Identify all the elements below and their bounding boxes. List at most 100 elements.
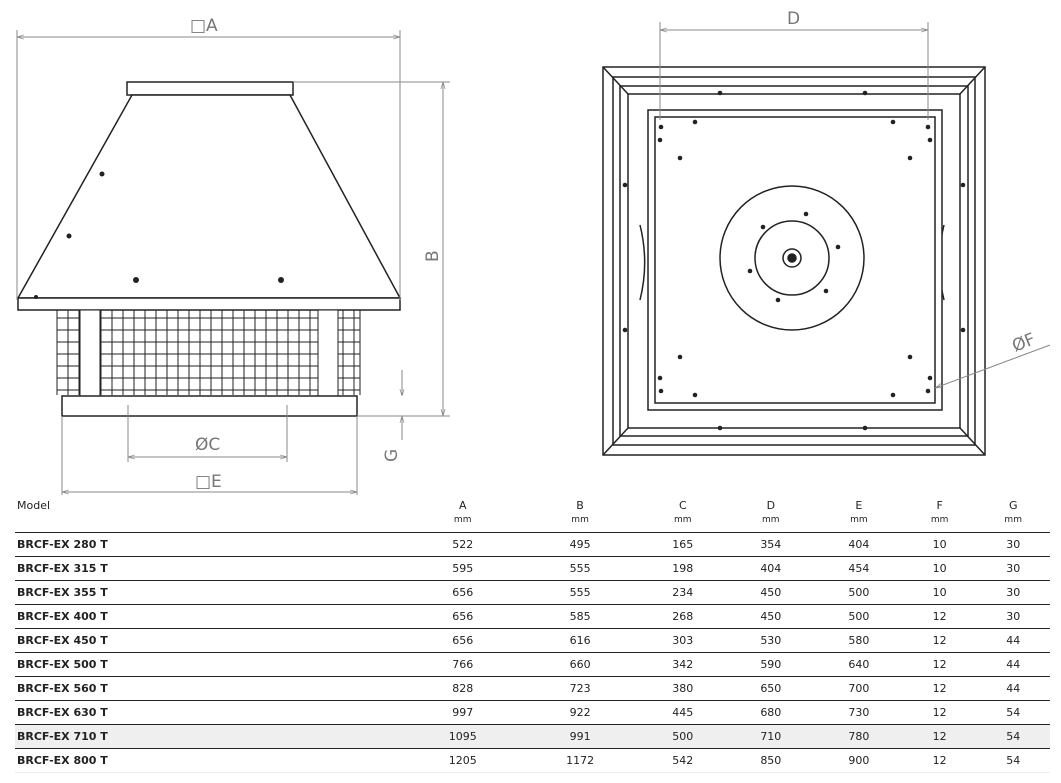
- value-cell: 404: [726, 556, 815, 581]
- value-cell: 650: [726, 676, 815, 701]
- value-cell: 10: [902, 532, 977, 557]
- value-cell: 1205: [404, 748, 522, 773]
- column-label: G: [1008, 499, 1018, 512]
- value-cell: 530: [726, 628, 815, 653]
- value-cell: 828: [404, 676, 522, 701]
- value-cell: 342: [638, 652, 727, 677]
- value-cell: 44: [976, 676, 1050, 701]
- model-cell: BRCF-EX 355 T: [15, 580, 405, 605]
- value-cell: 495: [521, 532, 639, 557]
- column-label: C: [678, 499, 687, 512]
- value-cell: 30: [976, 556, 1050, 581]
- model-cell: BRCF-EX 450 T: [15, 628, 405, 653]
- value-cell: 1095: [404, 724, 522, 749]
- value-cell: 700: [814, 676, 903, 701]
- value-cell: 723: [521, 676, 639, 701]
- value-cell: 12: [902, 628, 977, 653]
- grille: [56, 309, 361, 397]
- column-label: Model: [17, 499, 51, 512]
- value-cell: 198: [638, 556, 727, 581]
- dim-label-e: □E: [195, 472, 222, 492]
- value-cell: 44: [976, 652, 1050, 677]
- value-cell: 616: [521, 628, 639, 653]
- model-cell: BRCF-EX 500 T: [15, 652, 405, 677]
- value-cell: 542: [638, 748, 727, 773]
- value-cell: 595: [404, 556, 522, 581]
- value-cell: 997: [404, 700, 522, 725]
- model-cell: BRCF-EX 800 T: [15, 748, 405, 773]
- value-cell: 10: [902, 556, 977, 581]
- hood-rim: [17, 297, 401, 311]
- value-cell: 12: [902, 724, 977, 749]
- value-cell: 656: [404, 580, 522, 605]
- value-cell: 656: [404, 628, 522, 653]
- value-cell: 30: [976, 580, 1050, 605]
- dim-label-f: ØF: [1009, 329, 1038, 356]
- value-cell: 450: [726, 604, 815, 629]
- value-cell: 30: [976, 604, 1050, 629]
- value-cell: 730: [814, 700, 903, 725]
- value-cell: 922: [521, 700, 639, 725]
- model-cell: BRCF-EX 630 T: [15, 700, 405, 725]
- hood: [16, 94, 402, 299]
- value-cell: 234: [638, 580, 727, 605]
- column-unit: mm: [571, 515, 589, 525]
- value-cell: 450: [726, 580, 815, 605]
- technical-drawing: □A B ØC □E G D ØF: [16, 9, 1051, 495]
- value-cell: 680: [726, 700, 815, 725]
- value-cell: 54: [976, 700, 1050, 725]
- column-label: A: [458, 499, 467, 512]
- top-cap: [126, 81, 294, 96]
- value-cell: 710: [726, 724, 815, 749]
- value-cell: 656: [404, 604, 522, 629]
- column-unit: mm: [1004, 515, 1022, 525]
- value-cell: 404: [814, 532, 903, 557]
- value-cell: 30: [976, 532, 1050, 557]
- value-cell: 850: [726, 748, 815, 773]
- value-cell: 585: [521, 604, 639, 629]
- value-cell: 522: [404, 532, 522, 557]
- column-unit: mm: [453, 515, 472, 525]
- value-cell: 12: [902, 748, 977, 773]
- value-cell: 580: [814, 628, 903, 653]
- model-cell: BRCF-EX 710 T: [15, 724, 405, 749]
- side-elevation: [16, 81, 402, 417]
- dim-label-c: ØC: [195, 435, 220, 455]
- dim-label-b: B: [423, 250, 443, 262]
- value-cell: 165: [638, 532, 727, 557]
- value-cell: 303: [638, 628, 727, 653]
- value-cell: 555: [521, 580, 639, 605]
- value-cell: 10: [902, 580, 977, 605]
- value-cell: 54: [976, 724, 1050, 749]
- column-label: E: [855, 499, 863, 512]
- value-cell: 12: [902, 652, 977, 677]
- value-cell: 900: [814, 748, 903, 773]
- value-cell: 500: [814, 580, 903, 605]
- model-cell: BRCF-EX 315 T: [15, 556, 405, 581]
- value-cell: 445: [638, 700, 727, 725]
- model-cell: BRCF-EX 280 T: [15, 532, 405, 557]
- dim-label-a: □A: [190, 16, 218, 36]
- value-cell: 555: [521, 556, 639, 581]
- value-cell: 780: [814, 724, 903, 749]
- value-cell: 991: [521, 724, 639, 749]
- value-cell: 500: [814, 604, 903, 629]
- value-cell: 660: [521, 652, 639, 677]
- model-cell: BRCF-EX 400 T: [15, 604, 405, 629]
- column-label: B: [576, 499, 584, 512]
